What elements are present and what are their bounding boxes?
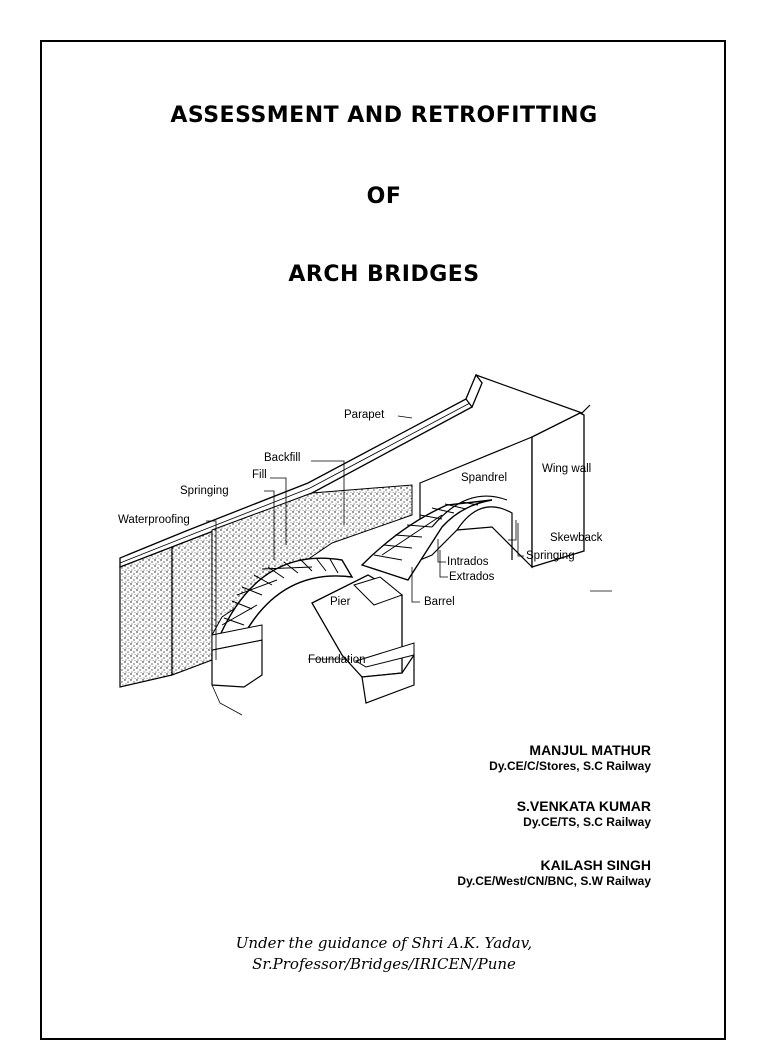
author-name: S.VENKATA KUMAR (516, 798, 651, 814)
author-role: Dy.CE/C/Stores, S.C Railway (489, 759, 651, 773)
label-backfill: Backfill (264, 452, 300, 464)
label-foundation: Foundation (308, 654, 366, 666)
author-name: KAILASH SINGH (540, 857, 651, 873)
label-pier: Pier (330, 596, 351, 608)
label-springing-right: Springing (526, 550, 575, 562)
label-intrados: Intrados (447, 556, 489, 568)
label-fill: Fill (252, 469, 267, 481)
label-barrel: Barrel (424, 596, 455, 608)
author-block: KAILASH SINGH Dy.CE/West/CN/BNC, S.W Rai… (457, 857, 651, 888)
label-wing-wall: Wing wall (542, 463, 591, 475)
label-skewback: Skewback (550, 532, 603, 544)
left-foundation (211, 624, 263, 716)
author-block: S.VENKATA KUMAR Dy.CE/TS, S.C Railway (517, 798, 651, 829)
pier (311, 574, 415, 704)
label-extrados: Extrados (449, 571, 495, 583)
label-spandrel: Spandrel (461, 472, 507, 484)
label-parapet: Parapet (344, 409, 385, 421)
fill-region (211, 484, 413, 637)
author-name: MANJUL MATHUR (529, 742, 651, 758)
left-abutment (119, 529, 213, 688)
arch-bridge-diagram: Parapet Backfill Fill Springing Waterpro… (118, 373, 612, 716)
author-role: Dy.CE/TS, S.C Railway (523, 815, 651, 829)
author-role: Dy.CE/West/CN/BNC, S.W Railway (457, 874, 651, 888)
right-arch-barrel (360, 495, 508, 581)
label-waterproofing: Waterproofing (118, 514, 190, 526)
author-block: MANJUL MATHUR Dy.CE/C/Stores, S.C Railwa… (489, 742, 651, 773)
wing-wall (531, 412, 585, 568)
title-line-2: OF (366, 184, 402, 209)
guidance-line-1: Under the guidance of Shri A.K. Yadav, (235, 934, 533, 952)
title-line-3: ARCH BRIDGES (288, 262, 480, 287)
guidance-line-2: Sr.Professor/Bridges/IRICEN/Pune (252, 955, 516, 973)
leader-lines (206, 415, 524, 660)
label-springing-left: Springing (180, 485, 229, 497)
title-line-1: ASSESSMENT AND RETROFITTING (170, 103, 598, 128)
